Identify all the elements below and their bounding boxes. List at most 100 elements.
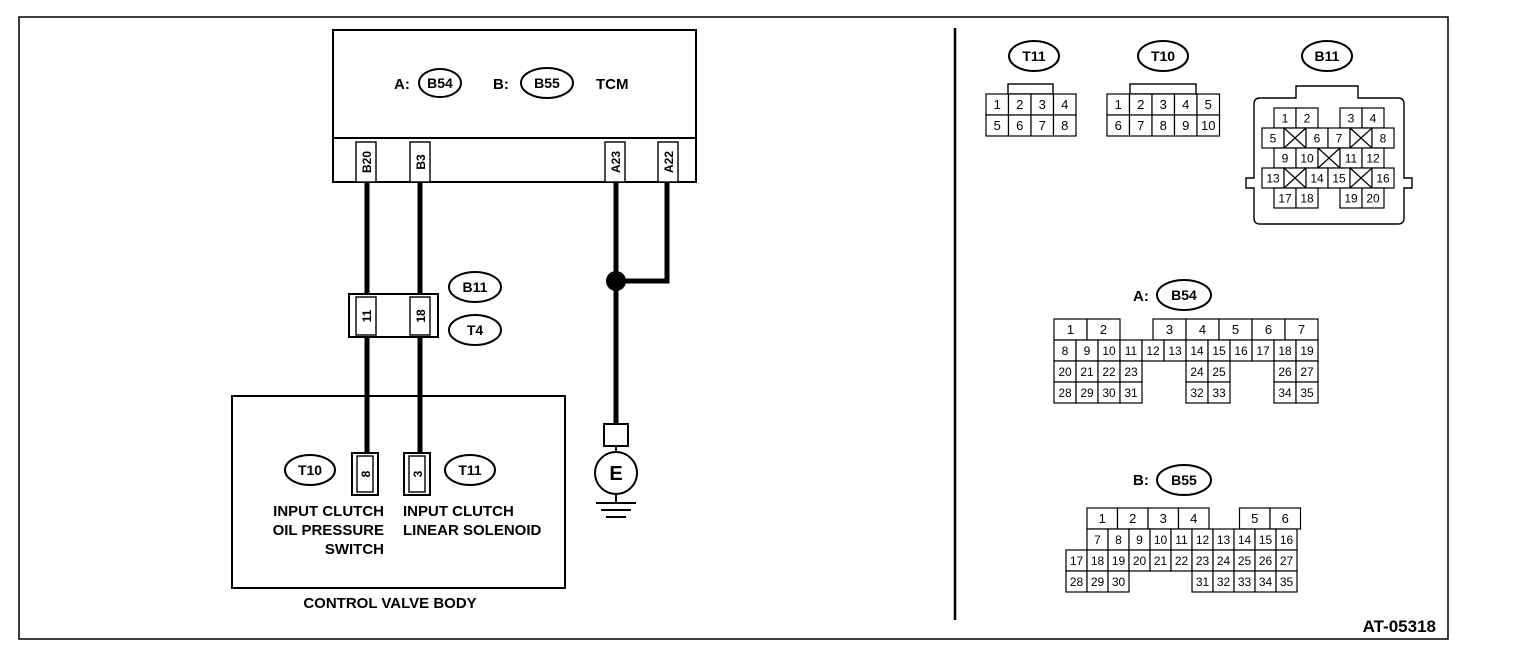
b11-pin-17: 17 — [1278, 192, 1292, 206]
b54-pin-6: 6 — [1265, 322, 1272, 337]
b55-pin-25: 25 — [1238, 554, 1252, 568]
pin-cell — [1275, 570, 1298, 593]
b54-pin-24: 24 — [1190, 365, 1204, 379]
b55-pin-20: 20 — [1133, 554, 1147, 568]
b54-pin-17: 17 — [1256, 344, 1270, 358]
b55-pin-16: 16 — [1280, 533, 1294, 547]
t10-pin-4: 4 — [1182, 97, 1189, 112]
b11-view-label: B11 — [1315, 48, 1340, 64]
b55-pin-21: 21 — [1154, 554, 1168, 568]
pin-cell — [1361, 187, 1385, 209]
b11-pin-20: 20 — [1366, 192, 1380, 206]
b55-pin-24: 24 — [1217, 554, 1231, 568]
b54-pin-19: 19 — [1300, 344, 1314, 358]
b54-pin-14: 14 — [1190, 344, 1204, 358]
b54-pin-32: 32 — [1190, 386, 1204, 400]
b55-pin-30: 30 — [1112, 575, 1126, 589]
solenoid-terminal-inner — [408, 455, 426, 493]
figure-code: AT-05318 — [1363, 617, 1436, 636]
junction-t4-badge — [448, 314, 502, 346]
b55-pin-15: 15 — [1259, 533, 1273, 547]
b11-pin-18: 18 — [1300, 192, 1314, 206]
t10-pin-7: 7 — [1137, 118, 1144, 133]
tcm-title: TCM — [596, 76, 629, 93]
pin-cell — [1052, 114, 1077, 137]
b55-pin-17: 17 — [1070, 554, 1084, 568]
b54-pin-35: 35 — [1300, 386, 1314, 400]
t11-pin-7: 7 — [1039, 118, 1046, 133]
b54-pin-23: 23 — [1124, 365, 1138, 379]
b54-pin-22: 22 — [1102, 365, 1116, 379]
control-valve-body-title: CONTROL VALVE BODY — [303, 595, 476, 612]
b54-pin-7: 7 — [1298, 322, 1305, 337]
b11-pin-10: 10 — [1300, 152, 1314, 166]
b54-pin-16: 16 — [1234, 344, 1248, 358]
b54-pin-2: 2 — [1100, 322, 1107, 337]
b55-pin-9: 9 — [1136, 533, 1143, 547]
t11-view-label: T11 — [1022, 48, 1046, 64]
b54-pin-25: 25 — [1212, 365, 1226, 379]
b54-pin-5: 5 — [1232, 322, 1239, 337]
b54-pin-8: 8 — [1062, 344, 1069, 358]
b11-pin-7: 7 — [1336, 132, 1343, 146]
diagram-frame — [18, 16, 1449, 640]
solenoid-pin: 3 — [411, 470, 425, 477]
b54-pin-12: 12 — [1146, 344, 1160, 358]
pin-cell — [1295, 187, 1319, 209]
b11-pin-9: 9 — [1282, 152, 1289, 166]
b55-pin-28: 28 — [1070, 575, 1084, 589]
b54-pin-33: 33 — [1212, 386, 1226, 400]
b55-pin-23: 23 — [1196, 554, 1210, 568]
t10-pin-8: 8 — [1160, 118, 1167, 133]
b55-pin-6: 6 — [1282, 511, 1289, 526]
b55-pin-34: 34 — [1259, 575, 1273, 589]
b55-pin-1: 1 — [1099, 511, 1106, 526]
b55-pin-27: 27 — [1280, 554, 1294, 568]
junction-pin-box — [409, 296, 431, 336]
tcm-pin-a22: A22 — [662, 151, 676, 173]
b55-pin-8: 8 — [1115, 533, 1122, 547]
b11-pin-11: 11 — [1345, 152, 1358, 166]
b54-pin-31: 31 — [1124, 386, 1138, 400]
t10-pin-1: 1 — [1115, 97, 1122, 112]
b55-pin-12: 12 — [1196, 533, 1210, 547]
b54-pin-11: 11 — [1125, 344, 1138, 358]
pin-cell — [1207, 381, 1231, 404]
b54-pin-21: 21 — [1080, 365, 1094, 379]
tcm-a-connector-badge — [418, 68, 462, 98]
b54-pin-27: 27 — [1300, 365, 1314, 379]
b55-pin-4: 4 — [1190, 511, 1197, 526]
tcm-b-prefix: B: — [493, 76, 509, 93]
junction-b11-badge — [448, 271, 502, 303]
b55-pin-11: 11 — [1175, 533, 1188, 547]
tcm-pin-b3: B3 — [414, 154, 428, 170]
b55-pin-31: 31 — [1196, 575, 1210, 589]
b54-pin-13: 13 — [1168, 344, 1182, 358]
b55-pin-5: 5 — [1251, 511, 1258, 526]
splice-point — [606, 271, 626, 291]
b55-pin-32: 32 — [1217, 575, 1231, 589]
b54-pin-34: 34 — [1278, 386, 1292, 400]
junction-b11-label: B11 — [463, 279, 488, 295]
b54-prefix: A: — [1133, 288, 1149, 305]
b54-pin-18: 18 — [1278, 344, 1292, 358]
solenoid-connector-badge — [444, 454, 496, 486]
t10-pin-9: 9 — [1182, 118, 1189, 133]
t10-pin-10: 10 — [1201, 118, 1215, 133]
wire-a22-ground — [616, 182, 670, 284]
switch-connector-badge — [284, 454, 336, 486]
tcm-pin-b20: B20 — [360, 151, 374, 173]
ground-label: E — [609, 463, 622, 485]
b55-pin-19: 19 — [1112, 554, 1126, 568]
tcm-pin-a23: A23 — [609, 151, 623, 173]
b11-pin-8: 8 — [1380, 132, 1387, 146]
b11-pin-2: 2 — [1304, 112, 1311, 126]
ground-symbol: E — [594, 423, 638, 518]
t11-pin-5: 5 — [994, 118, 1001, 133]
